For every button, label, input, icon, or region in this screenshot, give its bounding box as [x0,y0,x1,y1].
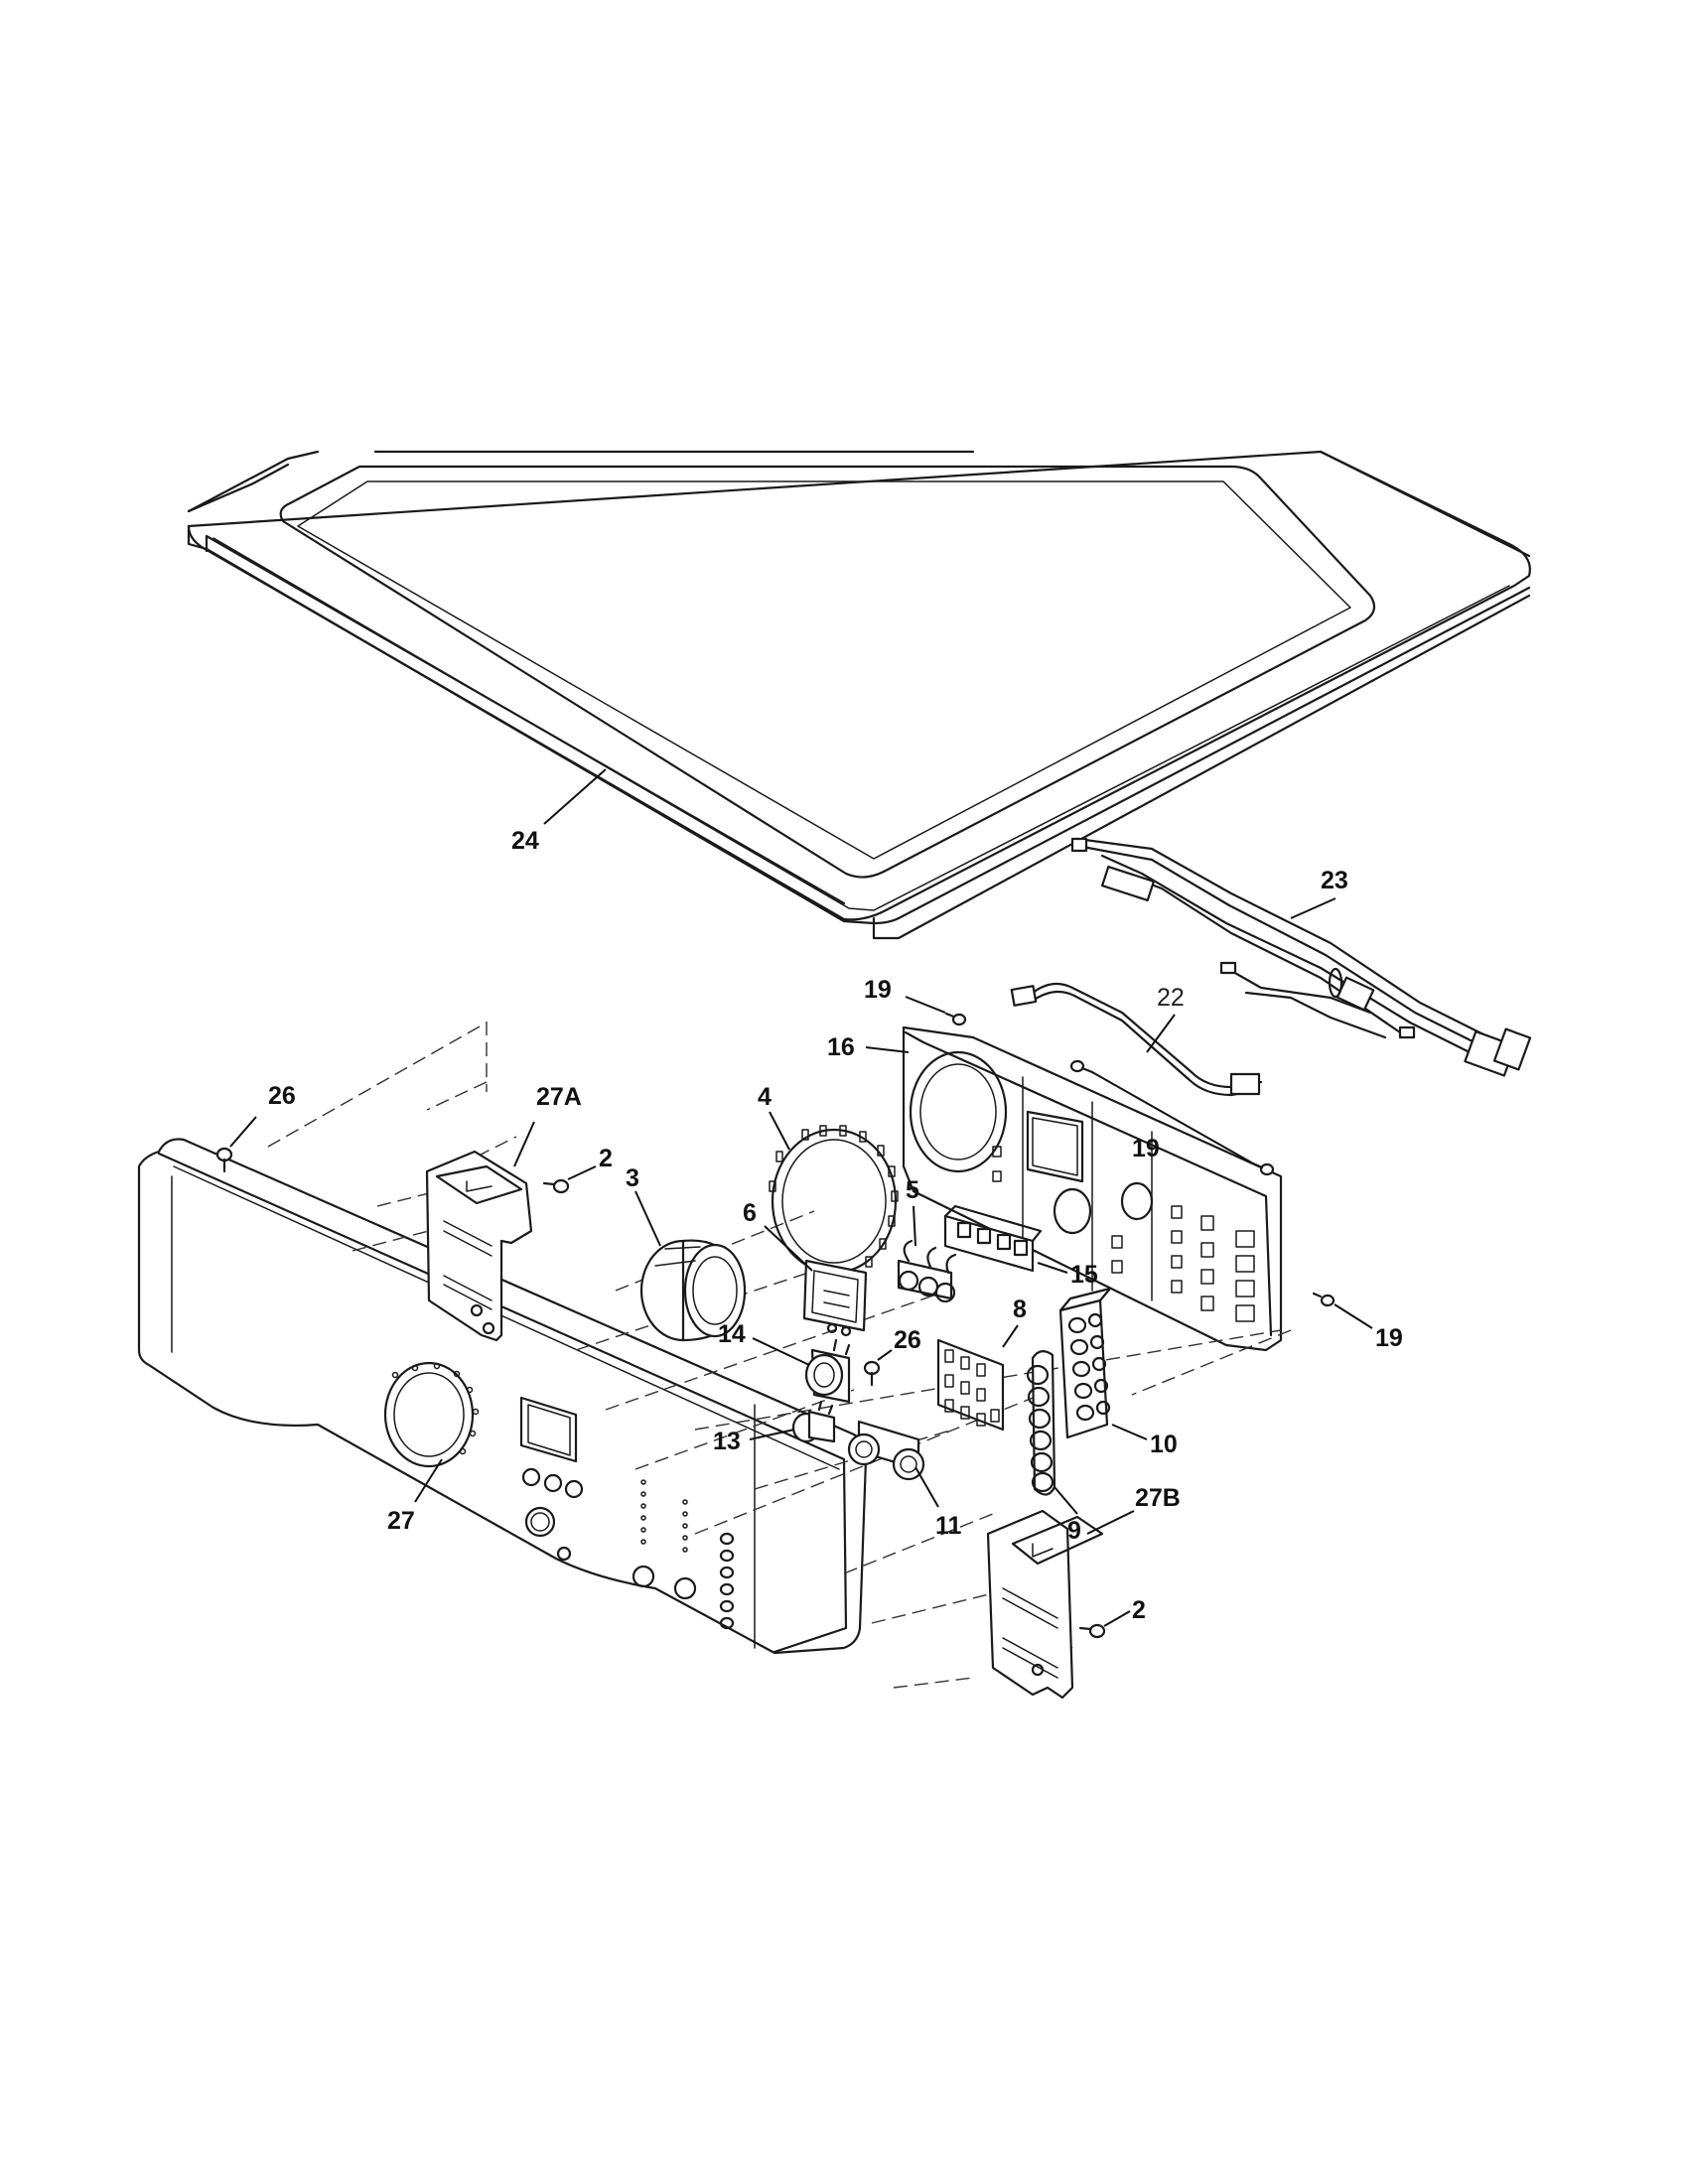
leader-6 [764,1225,813,1272]
leader-19a [905,996,946,1014]
leader-13 [749,1429,795,1440]
screw-2-right [1078,1623,1106,1639]
control-board-housing [902,1025,1283,1352]
callout-4: 4 [758,1083,772,1111]
leader-16 [865,1046,910,1053]
leader-2b [1103,1610,1131,1627]
screw-19-right [1312,1292,1336,1307]
leader-9 [1054,1486,1078,1515]
callout-2a: 2 [599,1145,613,1172]
leader-19c [1334,1303,1373,1329]
screw-19-top [944,1012,967,1026]
screw-2-left [542,1178,570,1194]
switch-pair-11 [847,1420,925,1481]
screw-19-mid [1069,1059,1275,1176]
leader-27b [1086,1510,1135,1535]
wire-harness [1070,837,1532,1077]
leader-19b-line [1091,1071,1254,1164]
button-board-15 [943,1204,1043,1273]
callout-9: 9 [1067,1517,1081,1545]
display-lens [802,1259,868,1337]
callout-27a: 27A [536,1083,582,1111]
callout-10: 10 [1150,1431,1178,1458]
callout-22: 22 [1157,984,1185,1012]
button-board-10 [1058,1287,1112,1439]
bracket-27b [986,1509,1104,1700]
callout-11: 11 [935,1512,962,1540]
callout-15: 15 [1070,1261,1098,1289]
screw-26-middle [863,1360,881,1387]
callout-14: 14 [718,1320,746,1348]
callout-19b: 19 [1132,1135,1160,1162]
callout-5: 5 [906,1176,919,1204]
selector-14 [804,1338,851,1404]
top-panel [187,450,1531,940]
leader-26a [229,1116,257,1148]
leader-11 [914,1466,939,1508]
wire-jumper [1010,982,1263,1097]
leader-27a [513,1121,535,1167]
callout-27: 27 [387,1507,415,1535]
callout-24: 24 [511,827,539,855]
leader-4 [769,1111,790,1151]
switch-5 [897,1239,957,1303]
leader-10 [1111,1424,1148,1440]
led-board-8 [936,1338,1005,1432]
leader-5 [913,1205,916,1247]
callout-2b: 2 [1132,1596,1146,1624]
leader-14 [752,1337,810,1366]
callout-19a: 19 [864,976,892,1004]
callout-23: 23 [1321,867,1348,894]
leader-27 [414,1458,443,1503]
callout-27b: 27B [1135,1484,1181,1512]
leader-8 [1002,1324,1019,1348]
callout-3: 3 [626,1164,639,1192]
callout-6: 6 [743,1199,757,1227]
leader-24 [543,768,607,825]
callout-8: 8 [1013,1296,1027,1323]
callout-26a: 26 [268,1082,296,1110]
callout-19c: 19 [1375,1324,1403,1352]
screw-26-left [215,1147,233,1173]
leader-3 [634,1190,661,1247]
knob [639,1239,747,1342]
callout-13: 13 [713,1428,741,1455]
switch-13 [791,1400,836,1443]
leader-2a [567,1165,597,1180]
leader-23 [1290,897,1336,919]
leader-15 [1037,1262,1068,1274]
callout-16: 16 [827,1033,855,1061]
leader-26b [877,1349,893,1361]
callout-26b: 26 [894,1326,921,1354]
leader-22 [1146,1014,1176,1053]
bracket-27a [425,1150,533,1342]
